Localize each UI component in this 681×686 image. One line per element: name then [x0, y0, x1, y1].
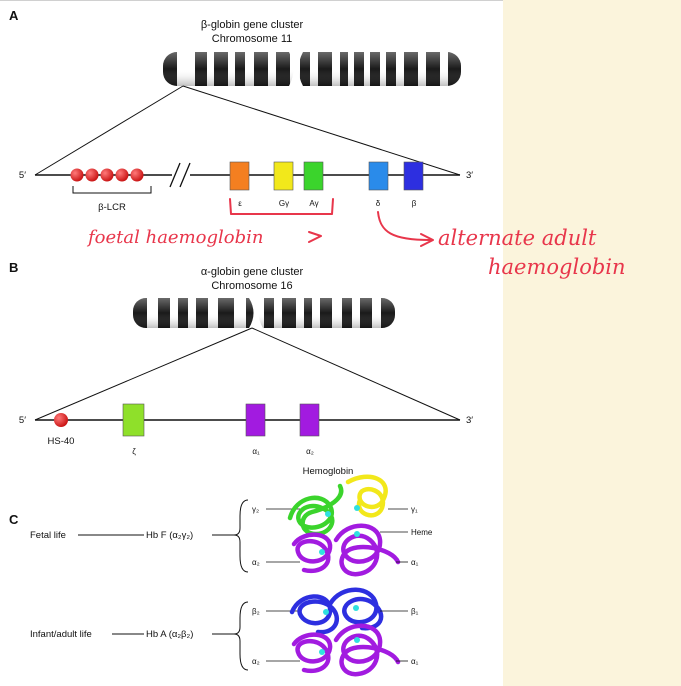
infant-adult-life-label: Infant/adult life: [30, 629, 92, 640]
hb-f-chain-gamma1: γ₁: [411, 505, 418, 514]
zoom-line-right: [251, 327, 461, 421]
panel-b-5-prime: 5′: [19, 415, 26, 426]
fetal-life-label: Fetal life: [30, 530, 66, 541]
beta-lcr-sites: [70, 168, 144, 182]
panel-c-letter: C: [9, 512, 19, 527]
hemoglobin-f-structure: [287, 474, 401, 577]
beta-lcr-label: β-LCR: [98, 202, 126, 213]
gene-a-gamma-label: Aγ: [309, 199, 318, 208]
gene-g-gamma-label: Gγ: [279, 199, 289, 208]
gene-a-gamma: [303, 161, 324, 191]
hb-f-label: Hb F (α₂γ₂): [146, 530, 193, 541]
gene-beta: [403, 161, 424, 191]
fetal-bracket: [229, 198, 334, 215]
gene-epsilon-label: ε: [238, 199, 242, 208]
hs-40-label: HS-40: [48, 436, 75, 447]
chromosome-11: [163, 52, 461, 86]
gene-beta-label: β: [412, 199, 417, 208]
panel-a-title: β-globin gene cluster: [201, 19, 304, 31]
hb-a-chain-alpha1: α₁: [411, 657, 419, 666]
heme-label: Heme: [411, 528, 433, 537]
fetal-arrow-icon: [308, 231, 322, 243]
adult-annotation-line2: haemoglobin: [488, 255, 626, 279]
adult-arrow-stem: [377, 211, 431, 241]
lcr-site: [70, 168, 84, 182]
break-mark: [179, 162, 191, 188]
lcr-site: [85, 168, 99, 182]
gene-g-gamma: [273, 161, 294, 191]
zoom-line-left: [34, 85, 184, 176]
panel-b-title: α-globin gene cluster: [201, 266, 304, 278]
chromosome-16: [133, 298, 395, 328]
panel-a-subtitle: Chromosome 11: [212, 33, 293, 45]
lcr-site: [100, 168, 114, 182]
lcr-site: [130, 168, 144, 182]
hb-a-chain-alpha2: α₂: [252, 657, 260, 666]
panel-b-3-prime: 3′: [466, 415, 473, 426]
gene-alpha-1: [245, 403, 266, 437]
hemoglobin-title: Hemoglobin: [303, 466, 354, 477]
lcr-site: [115, 168, 129, 182]
hb-a-label: Hb A (α₂β₂): [146, 629, 193, 640]
hs-40-site: [54, 413, 68, 427]
panel-a-3-prime: 3′: [466, 170, 473, 181]
hemoglobin-a-structure: [289, 587, 401, 677]
adult-arrow-icon: [420, 233, 434, 247]
hb-f-chain-alpha2: α₂: [252, 558, 260, 567]
gene-zeta-label: ζ: [132, 447, 136, 456]
hb-a-brace: [233, 601, 249, 671]
hb-a-chain-beta2: β₂: [252, 607, 260, 616]
lcr-bracket: [72, 186, 152, 194]
hb-f-chain-gamma2: γ₂: [252, 505, 259, 514]
top-divider: [0, 0, 503, 1]
adult-annotation-line1: alternate adult: [438, 226, 597, 250]
beta-globin-genes: [229, 161, 424, 191]
gene-alpha-2-label: α₂: [306, 447, 314, 456]
zoom-line-left: [34, 327, 253, 421]
gene-epsilon: [229, 161, 250, 191]
gene-delta-label: δ: [376, 199, 381, 208]
panel-a-5-prime: 5′: [19, 170, 26, 181]
panel-a-letter: A: [9, 8, 19, 23]
hb-f-brace: [233, 499, 249, 573]
gene-zeta: [122, 403, 145, 437]
fetal-annotation: foetal haemoglobin: [86, 227, 263, 248]
zoom-line-right: [182, 85, 461, 176]
gene-delta: [368, 161, 389, 191]
side-panel: [503, 0, 681, 686]
hb-f-chain-alpha1: α₁: [411, 558, 419, 567]
alpha-globin-genes: [122, 403, 320, 437]
gene-alpha-2: [299, 403, 320, 437]
break-mark: [169, 162, 181, 188]
panel-b-letter: B: [9, 260, 18, 275]
hb-a-chain-beta1: β₁: [411, 607, 419, 616]
panel-b-subtitle: Chromosome 16: [211, 280, 292, 292]
gene-alpha-1-label: α₁: [252, 447, 260, 456]
